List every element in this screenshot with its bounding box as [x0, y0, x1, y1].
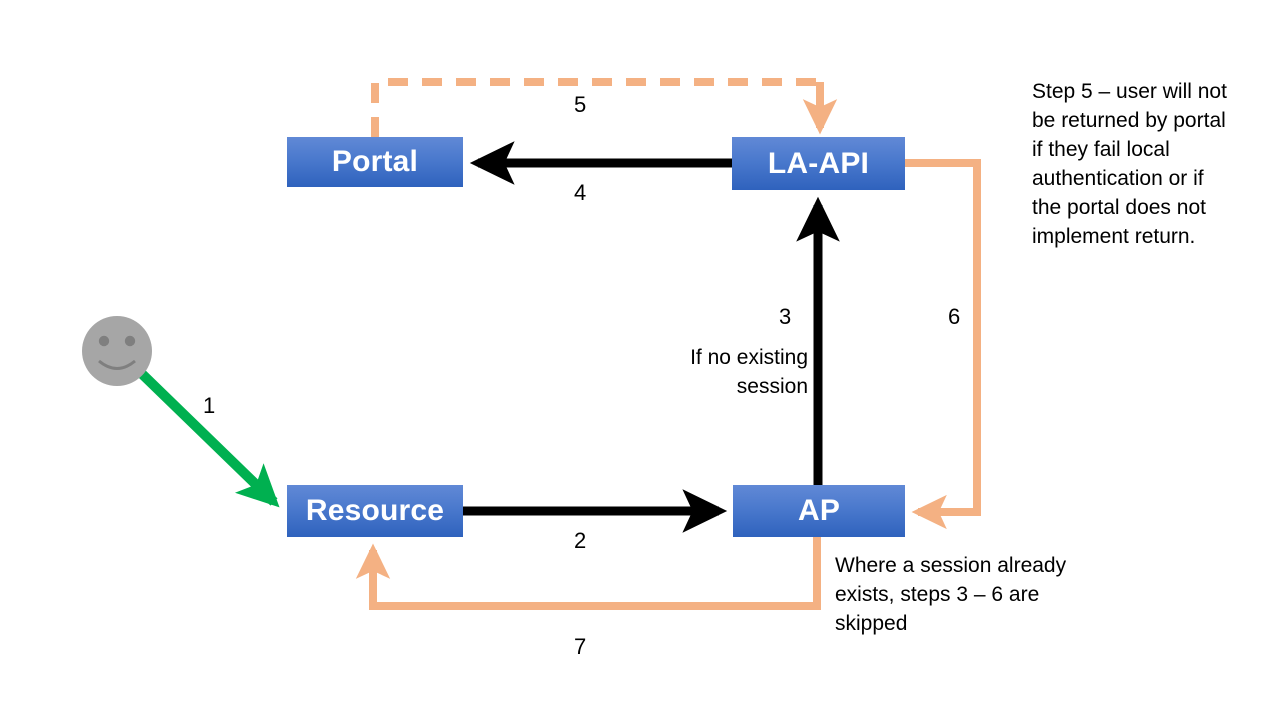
node-portal-label: Portal [331, 145, 419, 178]
annotation-session-skip-line-2: exists, steps 3 – 6 are [835, 582, 1040, 606]
node-resource[interactable]: Resource [287, 485, 463, 537]
annotation-step-5-line-3: if they fail local [1032, 137, 1170, 161]
connector-step-7 [355, 537, 821, 610]
connector-step-1 [136, 368, 280, 508]
step-label-6: 6 [948, 304, 961, 329]
node-resource-label: Resource [305, 494, 445, 527]
annotation-step-5-line-4: authentication or if [1032, 166, 1204, 190]
annotation-step-3-line-1: If no existing [690, 346, 808, 369]
step-label-5: 5 [574, 92, 587, 117]
step-label-2: 2 [574, 528, 587, 553]
step-label-3: 3 [779, 304, 792, 329]
annotation-session-skip-note: Where a session already exists, steps 3 … [835, 552, 1085, 639]
node-la-api-label: LA-API [767, 146, 870, 180]
annotation-step-5-line-1: Step 5 – user will not [1032, 80, 1227, 103]
annotation-step-5-line-5: the portal does not [1032, 195, 1206, 219]
annotation-step-5-line-6: implement return. [1032, 224, 1196, 248]
node-la-api[interactable]: LA-API [732, 137, 905, 190]
annotation-step-5-note: Step 5 – user will not be returned by po… [1032, 78, 1257, 252]
connector-step-6 [905, 159, 981, 530]
node-ap-label: AP [797, 494, 841, 527]
step-label-1: 1 [203, 393, 216, 418]
annotation-step-3-line-2: session [736, 374, 808, 398]
annotation-session-skip-line-3: skipped [835, 611, 908, 635]
user-actor-smiley-icon [82, 316, 152, 386]
step-label-7: 7 [574, 634, 587, 659]
node-portal[interactable]: Portal [287, 137, 463, 187]
annotation-step-5-line-2: be returned by portal [1032, 108, 1226, 132]
annotation-step-3-condition: If no existing session [600, 344, 808, 402]
annotation-session-skip-line-1: Where a session already [835, 554, 1067, 577]
node-ap[interactable]: AP [733, 485, 905, 537]
connector-step-5 [371, 78, 838, 137]
step-label-4: 4 [574, 180, 587, 205]
